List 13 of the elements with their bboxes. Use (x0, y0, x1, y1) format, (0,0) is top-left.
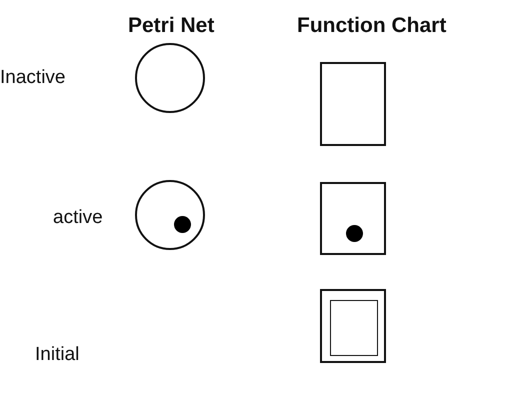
step-box (320, 62, 386, 146)
row-label: Inactive (0, 67, 66, 89)
token-dot (174, 216, 191, 233)
step-box (320, 182, 386, 255)
row-label: active (53, 207, 103, 229)
column-heading: Petri Net (128, 14, 214, 38)
token-dot (346, 225, 363, 242)
place-circle (135, 180, 205, 250)
row-label: Initial (35, 344, 80, 366)
column-heading: Function Chart (297, 14, 446, 38)
step-box (330, 300, 378, 356)
step-box (320, 289, 386, 363)
place-circle (135, 43, 205, 113)
